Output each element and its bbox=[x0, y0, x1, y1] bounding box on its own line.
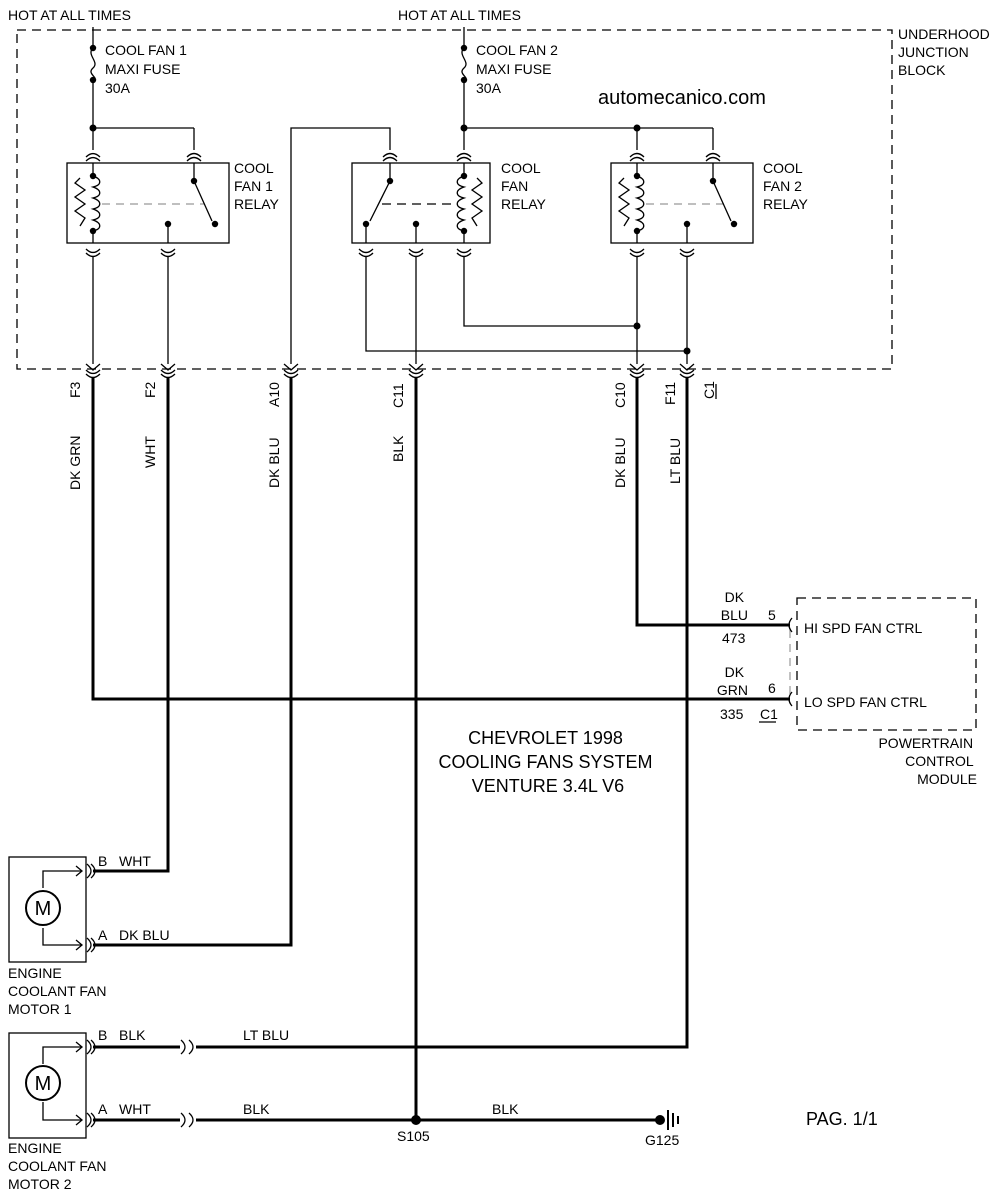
inline-connectors bbox=[180, 1039, 196, 1128]
wire-color-lt-blu: LT BLU bbox=[667, 438, 683, 484]
motor-2-symbol: M bbox=[35, 1073, 52, 1095]
pcm-lo-pin: 6 bbox=[768, 680, 776, 696]
watermark: automecanico.com bbox=[598, 87, 766, 109]
motor-1-pin-b-color: WHT bbox=[119, 853, 151, 869]
pcm-lo-color: DK GRN bbox=[717, 664, 748, 698]
pcm-hi-color: DK BLU bbox=[721, 589, 748, 623]
ground-label: G125 bbox=[645, 1132, 679, 1148]
pcm-boundary bbox=[796, 597, 977, 731]
ground-icon bbox=[655, 1110, 679, 1130]
fuse-1-label: COOL FAN 1 MAXI FUSE 30A bbox=[105, 42, 191, 96]
coolant-fan-motor-2 bbox=[8, 1032, 96, 1139]
motor-1-name: ENGINE COOLANT FAN MOTOR 1 bbox=[8, 965, 110, 1017]
wire-color-wht: WHT bbox=[142, 436, 158, 468]
cool-fan-2-maxi-fuse bbox=[460, 27, 468, 128]
fuse-2-label: COOL FAN 2 MAXI FUSE 30A bbox=[476, 42, 562, 96]
relay-1-label: COOL FAN 1 RELAY bbox=[234, 160, 280, 212]
motor-1-pin-b: B bbox=[98, 853, 107, 869]
motor-1-symbol: M bbox=[35, 898, 52, 920]
cool-fan-1-maxi-fuse bbox=[89, 27, 97, 128]
motor-2-name: ENGINE COOLANT FAN MOTOR 2 bbox=[8, 1140, 110, 1192]
block-connector-pins bbox=[85, 363, 695, 379]
pin-f2: F2 bbox=[142, 381, 158, 398]
pcm-lo-circuit: 335 bbox=[720, 706, 744, 722]
relay-bottom-connectors bbox=[85, 248, 695, 258]
relay-top-connectors bbox=[85, 152, 721, 162]
harness-wires bbox=[91, 378, 790, 1122]
connector-c1: C1 bbox=[701, 381, 717, 399]
pcm-lo-connector: C1 bbox=[760, 706, 778, 722]
coolant-fan-motor-1 bbox=[8, 856, 96, 963]
hot-label-1: HOT AT ALL TIMES bbox=[8, 7, 131, 23]
motor-1-pin-a-color: DK BLU bbox=[119, 927, 170, 943]
motor-2-pin-a-wire2: BLK bbox=[243, 1101, 270, 1117]
junction-block-label: UNDERHOOD JUNCTION BLOCK bbox=[898, 26, 994, 78]
splice-label: S105 bbox=[397, 1128, 430, 1144]
motor-2-pin-b-wire2: LT BLU bbox=[243, 1027, 289, 1043]
motor-2-pin-b-color: BLK bbox=[119, 1027, 146, 1043]
pcm-lo-label: LO SPD FAN CTRL bbox=[804, 694, 927, 710]
motor-2-pin-a: A bbox=[98, 1101, 108, 1117]
relay-center-label: COOL FAN RELAY bbox=[501, 160, 547, 212]
pcm-hi-pin: 5 bbox=[768, 607, 776, 623]
wire-color-blk: BLK bbox=[390, 435, 406, 462]
pcm-name: POWERTRAIN CONTROL MODULE bbox=[878, 735, 977, 787]
wire-color-dk-blu: DK BLU bbox=[266, 437, 282, 488]
page-label: PAG. 1/1 bbox=[806, 1109, 878, 1129]
ground-wire-color: BLK bbox=[492, 1101, 519, 1117]
motor-2-pin-b: B bbox=[98, 1027, 107, 1043]
wire-color-dk-grn: DK GRN bbox=[67, 436, 83, 490]
cool-fan-relay bbox=[351, 162, 491, 244]
pcm-hi-circuit: 473 bbox=[722, 630, 746, 646]
relay-2-label: COOL FAN 2 RELAY bbox=[763, 160, 809, 212]
junction-block-boundary bbox=[16, 29, 893, 370]
pin-f11: F11 bbox=[662, 382, 678, 405]
cool-fan-2-relay bbox=[610, 162, 754, 244]
motor-2-pin-a-color: WHT bbox=[119, 1101, 151, 1117]
pin-c10: C10 bbox=[612, 382, 628, 408]
pin-c11: C11 bbox=[390, 383, 406, 408]
diagram-title: CHEVROLET 1998 COOLING FANS SYSTEM VENTU… bbox=[438, 728, 657, 796]
motor-1-pin-a: A bbox=[98, 927, 108, 943]
pin-f3: F3 bbox=[67, 381, 83, 398]
wire-color-dk-blu-2: DK BLU bbox=[612, 437, 628, 488]
pcm-hi-label: HI SPD FAN CTRL bbox=[804, 620, 922, 636]
splice-s105 bbox=[411, 1115, 421, 1125]
pin-a10: A10 bbox=[266, 382, 282, 407]
cool-fan-1-relay bbox=[66, 162, 230, 244]
hot-label-2: HOT AT ALL TIMES bbox=[398, 7, 521, 23]
